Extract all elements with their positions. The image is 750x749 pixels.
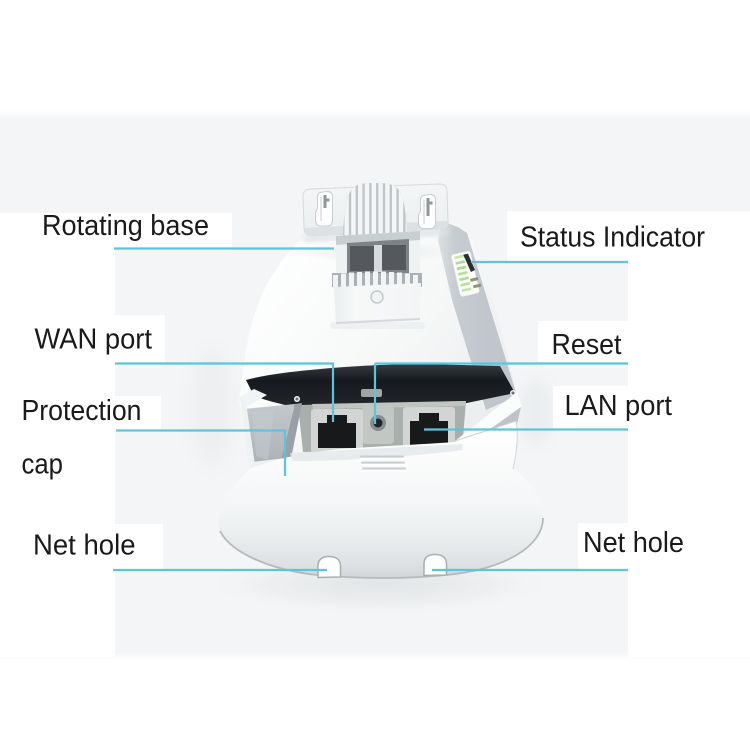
svg-text:Protection: Protection bbox=[22, 395, 142, 427]
svg-text:Net hole: Net hole bbox=[33, 530, 136, 562]
svg-text:Status Indicator: Status Indicator bbox=[520, 222, 705, 254]
svg-text:Rotating base: Rotating base bbox=[42, 210, 209, 242]
svg-text:LAN port: LAN port bbox=[565, 390, 673, 422]
svg-text:Reset: Reset bbox=[552, 329, 622, 361]
svg-text:WAN port: WAN port bbox=[35, 324, 153, 356]
svg-text:cap: cap bbox=[22, 449, 64, 481]
svg-text:Net hole: Net hole bbox=[583, 527, 684, 559]
